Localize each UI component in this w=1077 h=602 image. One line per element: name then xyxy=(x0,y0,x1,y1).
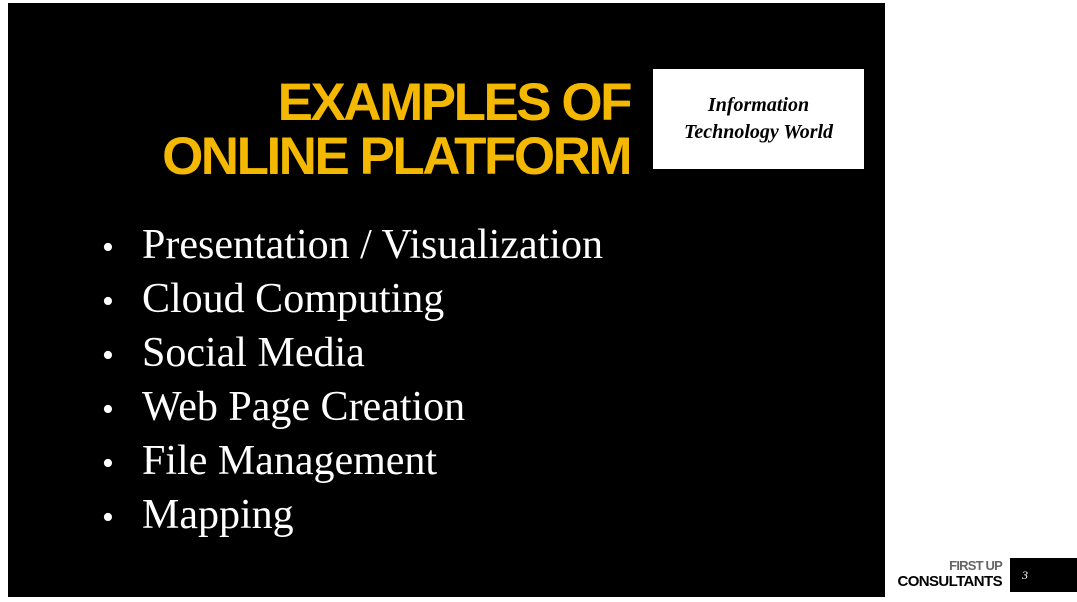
brand-line-1: Information xyxy=(707,94,810,116)
bullet-item: • Web Page Creation xyxy=(102,380,603,434)
bullet-dot: • xyxy=(102,283,114,320)
bullet-text: Web Page Creation xyxy=(142,384,466,430)
page-number: 3 xyxy=(1022,568,1028,582)
bullet-item: • Cloud Computing xyxy=(102,272,603,326)
bullet-dot: • xyxy=(102,391,114,428)
bullet-item: • Mapping xyxy=(102,488,603,542)
bullet-text: File Management xyxy=(142,438,438,484)
bullet-text: Social Media xyxy=(142,330,365,376)
bullet-dot: • xyxy=(102,337,114,374)
title-line-1: EXAMPLES OF xyxy=(277,73,633,132)
logo-bottom-text: CONSULTANTS xyxy=(897,573,1002,590)
bullet-item: • File Management xyxy=(102,434,603,488)
slide-title: EXAMPLES OF ONLINE PLATFORM xyxy=(162,73,633,186)
bullet-list: • Presentation / Visualization • Cloud C… xyxy=(102,218,603,542)
bullet-dot: • xyxy=(102,229,114,266)
logo-top-text: FIRST UP xyxy=(949,558,1003,573)
page-number-box: 3 xyxy=(1010,558,1077,592)
brand-line-2: Technology World xyxy=(683,121,834,143)
slide: EXAMPLES OF ONLINE PLATFORM Information … xyxy=(8,3,885,597)
company-logo: FIRST UP CONSULTANTS xyxy=(888,558,1002,590)
bullet-text: Cloud Computing xyxy=(142,276,445,322)
bullet-text: Mapping xyxy=(142,492,294,538)
brand-box: Information Technology World xyxy=(653,69,864,169)
bullet-item: • Presentation / Visualization xyxy=(102,218,603,272)
bullet-dot: • xyxy=(102,499,114,536)
bullet-item: • Social Media xyxy=(102,326,603,380)
title-line-2: ONLINE PLATFORM xyxy=(162,127,632,186)
bullet-dot: • xyxy=(102,445,114,482)
bullet-text: Presentation / Visualization xyxy=(142,222,603,268)
